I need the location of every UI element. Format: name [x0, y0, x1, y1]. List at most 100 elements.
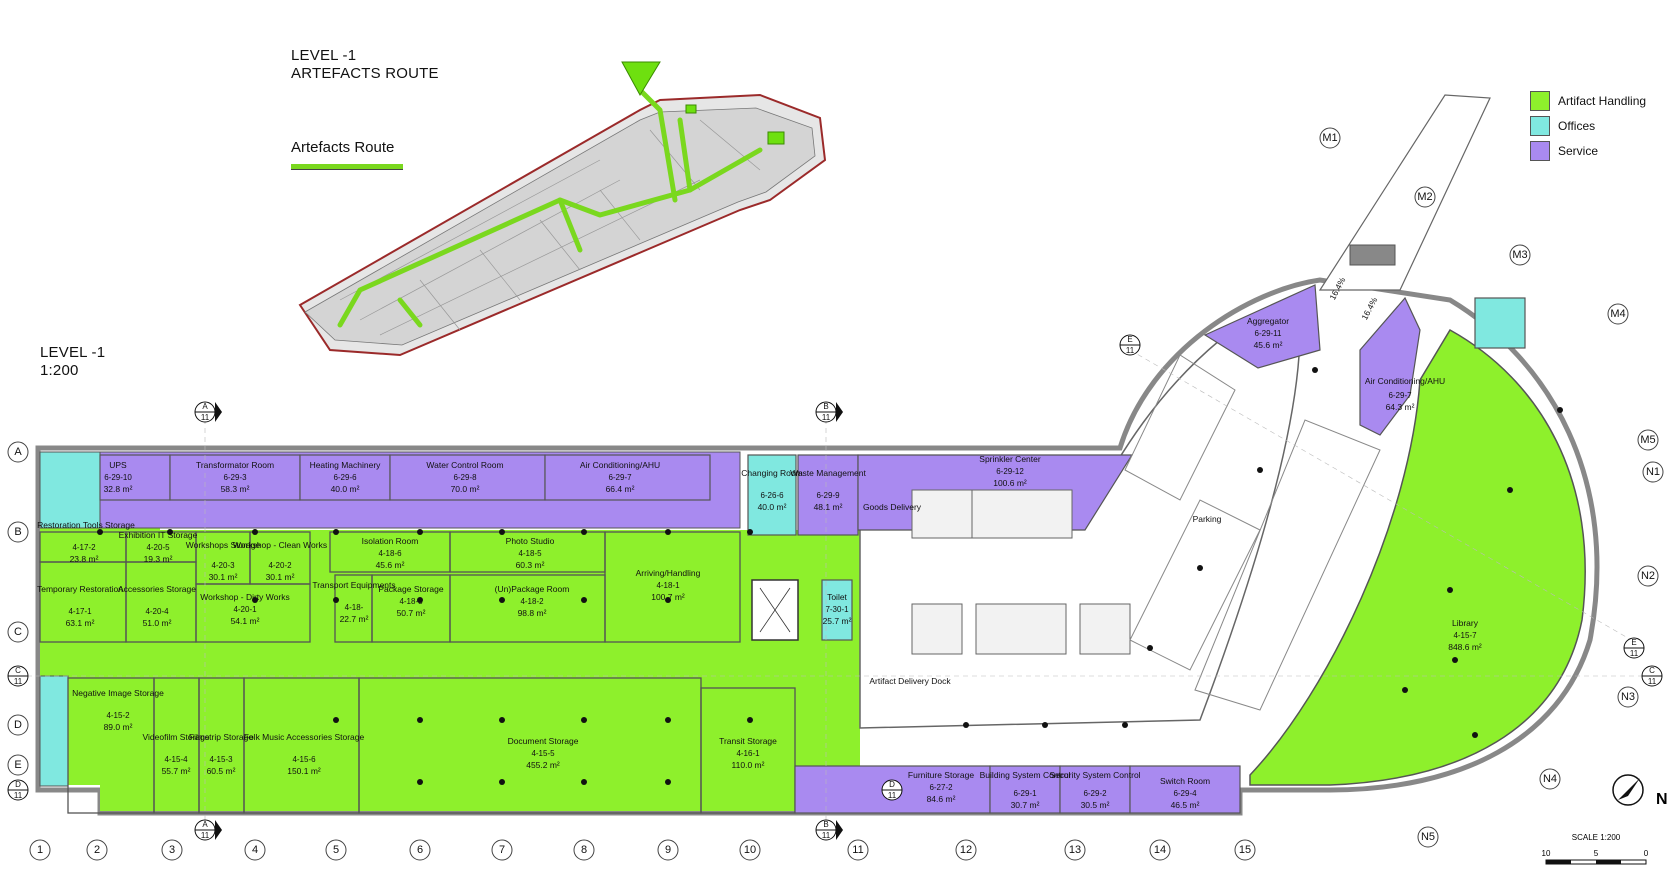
legend-swatch-artifact-handling — [1530, 90, 1550, 111]
section-marker-c-right: C11 — [1641, 665, 1663, 687]
route-title-line2: ARTEFACTS ROUTE — [291, 65, 439, 82]
room-folk-music-code: 4-15-6 — [292, 755, 316, 764]
room-aggregator-area: 45.6 m² — [1254, 340, 1283, 350]
section-c-left-letter: C — [15, 666, 21, 675]
route-legend-label: Artefacts Route — [291, 139, 395, 156]
room-water-control-area: 70.0 m² — [451, 484, 480, 494]
route-path — [337, 87, 763, 328]
grid-col-6: 6 — [409, 839, 431, 861]
north-arrow-icon — [1618, 778, 1640, 800]
room-arriving-handling-name: Arriving/Handling — [636, 568, 701, 578]
grid-radial-n2-label: N2 — [1641, 570, 1655, 582]
grid-col-12-label: 12 — [960, 844, 972, 856]
room-ups-area: 32.8 m² — [104, 484, 133, 494]
room-clean-works-name: Workshop - Clean Works — [233, 540, 327, 550]
room-aggregator-name: Aggregator — [1247, 316, 1289, 326]
room-package-storage-area: 50.7 m² — [397, 608, 426, 618]
legend-item-artifact-handling: Artifact Handling — [1530, 88, 1646, 113]
section-marker-a-top: A11 — [194, 401, 222, 423]
grid-col-6-label: 6 — [417, 844, 423, 856]
room-waste-code: 6-29-9 — [816, 491, 840, 500]
grid-col-1-label: 1 — [37, 844, 43, 856]
room-workshops-storage-name: Workshops Storage — [186, 540, 261, 550]
room-furniture-storage-area: 84.6 m² — [927, 794, 956, 804]
room-package-storage-name: Package Storage — [378, 584, 443, 594]
grid-col-7: 7 — [491, 839, 513, 861]
room-ahu-2-name: Air Conditioning/AHU — [1365, 376, 1445, 386]
grid-col-2-label: 2 — [94, 844, 100, 856]
room-document-storage-code: 4-15-5 — [531, 749, 555, 758]
grid-radial-n5-label: N5 — [1421, 831, 1435, 843]
grid-row-b-label: B — [14, 526, 21, 538]
room-dirty-works-name: Workshop - Dirty Works — [200, 592, 289, 602]
grid-radial-n4: N4 — [1539, 768, 1561, 790]
section-marker-d-left: D11 — [7, 779, 29, 801]
room-accessories-code: 4-20-4 — [145, 607, 169, 616]
room-folk-music-area: 150.1 m² — [287, 766, 321, 776]
room-ahu-1-code: 6-29-7 — [608, 473, 632, 482]
grid-radial-m4: M4 — [1607, 303, 1629, 325]
legend-label-offices: Offices — [1558, 118, 1596, 133]
room-library-code: 4-15-7 — [1453, 631, 1477, 640]
room-sprinkler-code: 6-29-12 — [996, 467, 1024, 476]
grid-row-c-label: C — [14, 626, 22, 638]
room-package-storage-code: 4-18-3 — [399, 597, 423, 606]
section-e-top-num: 11 — [1126, 346, 1135, 355]
grid-radial-m5: M5 — [1637, 429, 1659, 451]
section-d-mid-num: 11 — [888, 791, 897, 800]
room-furniture-storage-code: 6-27-2 — [929, 783, 953, 792]
room-sprinkler-name: Sprinkler Center — [979, 454, 1041, 464]
room-unpackage-area: 98.8 m² — [518, 608, 547, 618]
room-building-system-code: 6-29-1 — [1013, 789, 1037, 798]
grid-col-3-label: 3 — [169, 844, 175, 856]
scale-title: SCALE 1:200 — [1572, 833, 1621, 842]
room-unpackage-code: 4-18-2 — [520, 597, 544, 606]
section-markers: A11 A11 B11 B11 C11 C11 D11 D11 E11 E11 — [7, 334, 1663, 841]
room-water-control-code: 6-29-8 — [453, 473, 477, 482]
scale-tick-5: 5 — [1594, 849, 1599, 858]
room-ahu-2-code: 6-29-7 — [1388, 391, 1412, 400]
section-e-right-letter: E — [1631, 638, 1636, 647]
building-footprint — [18, 94, 1650, 830]
parking-label: Parking — [1193, 514, 1222, 524]
room-transit-storage-code: 4-16-1 — [736, 749, 760, 758]
room-clean-works-area: 30.1 m² — [266, 572, 295, 582]
room-ups-name: UPS — [109, 460, 127, 470]
grid-col-9-label: 9 — [665, 844, 671, 856]
grid-col-11-label: 11 — [852, 844, 863, 856]
grid-row-e-label: E — [14, 759, 21, 771]
room-filmstrip-code: 4-15-3 — [209, 755, 233, 764]
section-e-top-letter: E — [1127, 335, 1132, 344]
route-legend-line — [291, 164, 403, 170]
grid-radial-m3: M3 — [1509, 244, 1531, 266]
grid-radial-n4-label: N4 — [1543, 773, 1557, 785]
legend-item-service: Service — [1530, 138, 1646, 163]
section-marker-d-mid: D11 — [881, 779, 903, 801]
room-ahu-1-area: 66.4 m² — [606, 484, 635, 494]
section-b-top-letter: B — [823, 402, 828, 411]
grid-radial-n1-label: N1 — [1646, 466, 1660, 478]
scale-bar: SCALE 1:200 10 5 0 — [1542, 833, 1649, 865]
room-heating-code: 6-29-6 — [333, 473, 357, 482]
grid-col-12: 12 — [955, 839, 977, 861]
section-a-bottom-letter: A — [202, 820, 208, 829]
route-title-line1: LEVEL -1 — [291, 47, 357, 64]
room-transit-storage-name: Transit Storage — [719, 736, 777, 746]
section-a-top-letter: A — [202, 402, 208, 411]
